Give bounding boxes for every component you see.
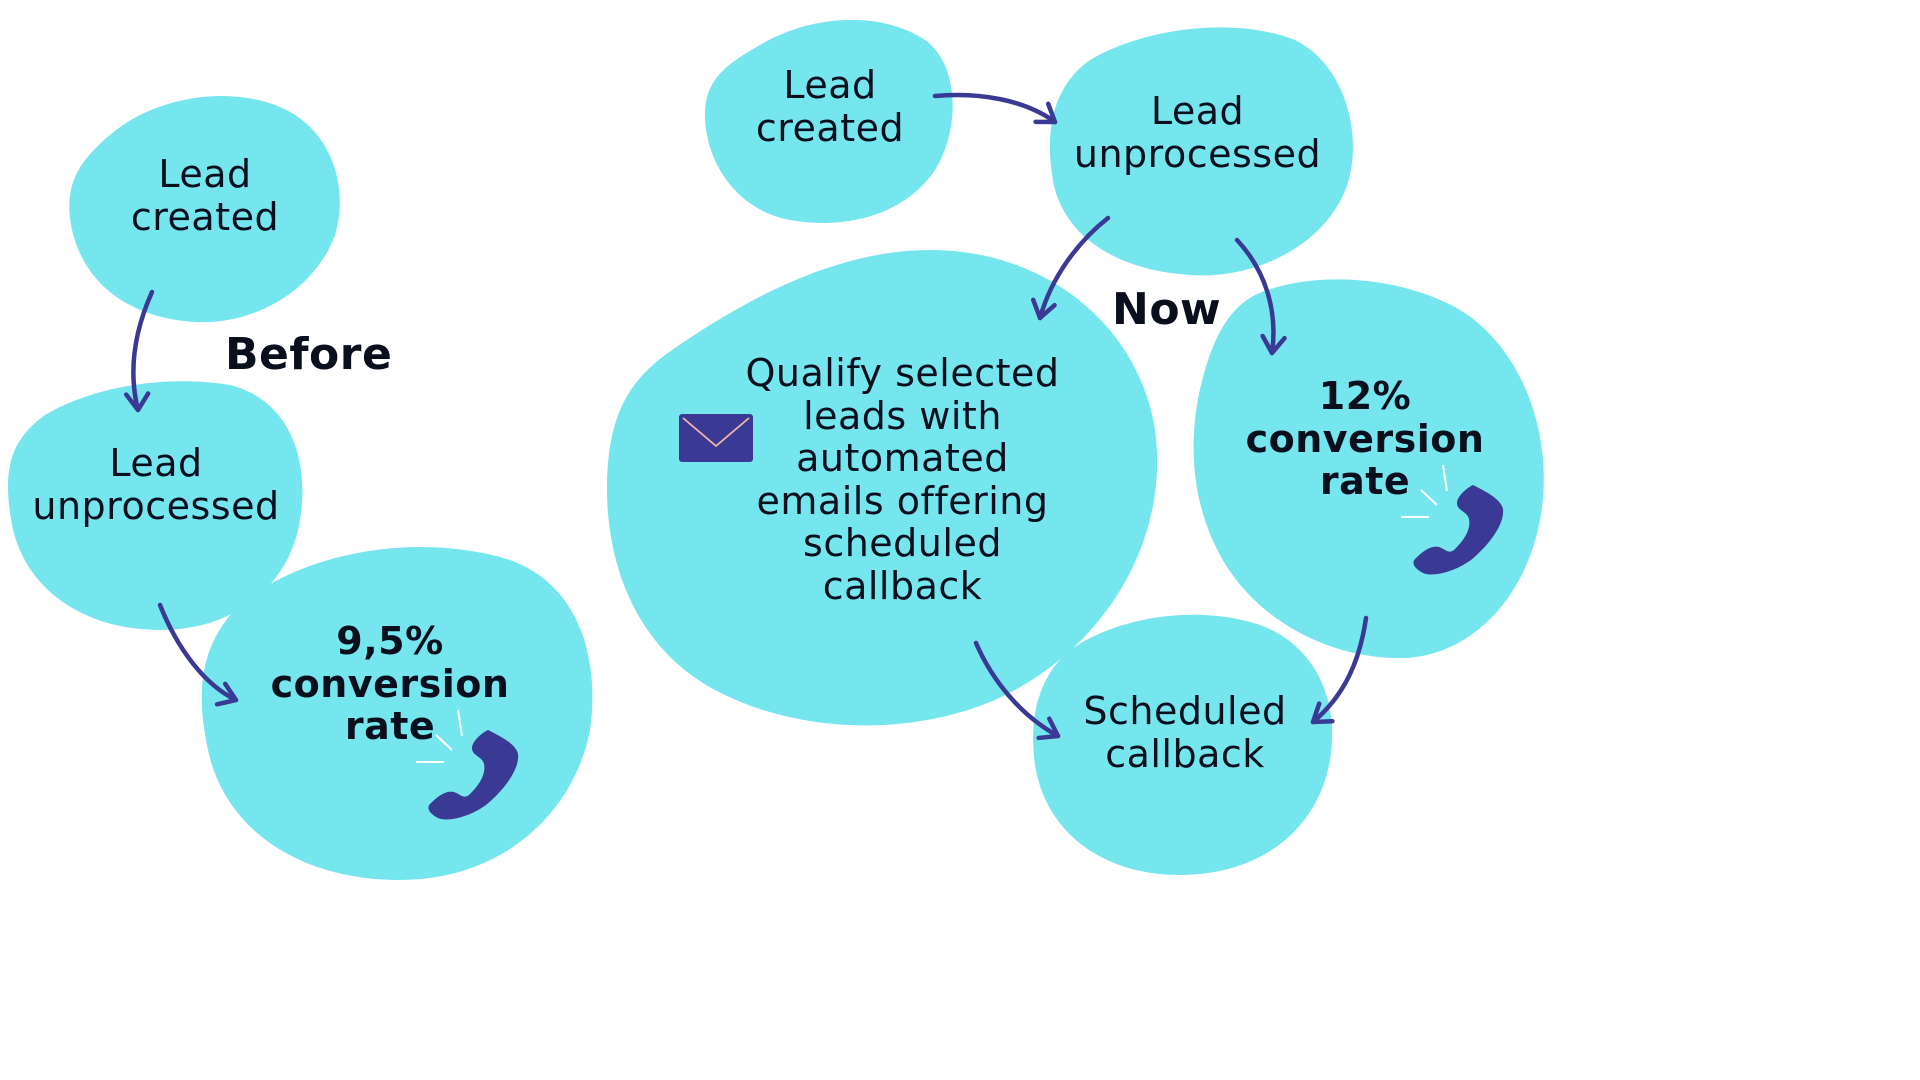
blob-now-lead-unprocessed (1049, 27, 1353, 276)
blob-now-callback (1033, 614, 1333, 875)
now-node-lead-created: Lead created (755, 63, 905, 150)
arrow-now-unprocessed-to-conversion (1234, 237, 1287, 356)
arrow-now-created-to-unprocessed (932, 92, 1058, 125)
before-node-lead-unprocessed: Lead unprocessed (32, 441, 280, 528)
diagram-canvas (8, 19, 1544, 880)
blob-before-lead-unprocessed (8, 381, 303, 630)
now-node-lead-unprocessed: Lead unprocessed (1073, 89, 1322, 176)
blob-before-lead-created (69, 96, 340, 323)
now-node-qualify: Qualify selected leads with automated em… (745, 351, 1060, 608)
blob-now-qualify (606, 250, 1158, 726)
phone-icon (1401, 464, 1504, 575)
before-heading: Before (225, 329, 393, 380)
phone-icon (416, 709, 519, 820)
arrow-before-unprocessed-to-conversion (157, 602, 239, 707)
mail-icon (679, 414, 753, 462)
now-node-conversion-rate: 12% conversion rate (1245, 374, 1485, 504)
blob-now-lead-created (705, 19, 953, 223)
before-node-conversion-rate: 9,5% conversion rate (270, 619, 510, 749)
arrow-now-unprocessed-to-qualify (1030, 215, 1111, 321)
before-now-diagram: Before Lead created Lead unprocessed 9,5… (8, 19, 1544, 880)
before-node-lead-created: Lead created (130, 152, 280, 239)
arrow-now-qualify-to-callback (973, 640, 1061, 741)
now-heading: Now (1112, 284, 1222, 335)
now-node-scheduled-callback: Scheduled callback (1083, 689, 1287, 776)
arrow-now-conversion-to-callback (1310, 615, 1369, 725)
arrow-before-created-to-unprocessed (123, 289, 155, 413)
